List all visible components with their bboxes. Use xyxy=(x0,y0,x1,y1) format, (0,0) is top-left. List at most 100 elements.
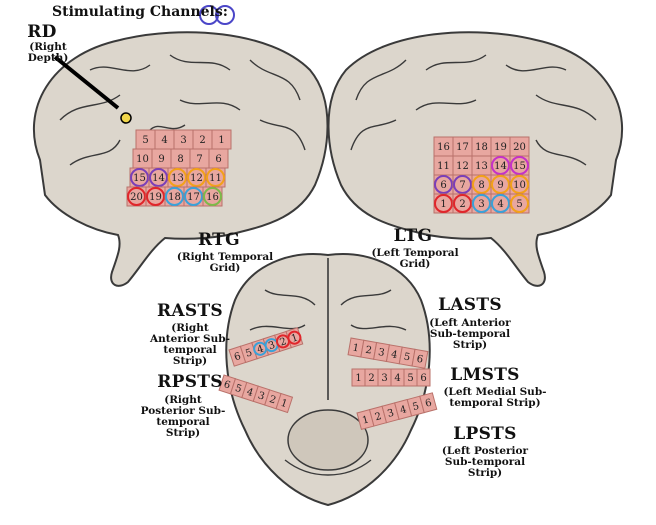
rasts-subtitle: (Right Anterior Sub-temporal Strip) xyxy=(145,323,235,367)
channel-number: 17 xyxy=(456,142,469,153)
ltg-cell: 20 xyxy=(510,137,529,156)
channel-number: 15 xyxy=(513,161,526,172)
channel-number: 20 xyxy=(513,142,526,153)
rtg-cell: 17 xyxy=(184,187,203,206)
channel-number: 8 xyxy=(177,154,183,165)
ltg-cell: 8 xyxy=(472,175,491,194)
channel-number: 13 xyxy=(475,161,488,172)
ltg-cell: 14 xyxy=(491,156,510,175)
channel-number: 17 xyxy=(187,192,200,203)
ltg-subtitle: (Left Temporal Grid) xyxy=(360,248,470,270)
rtg-cell: 11 xyxy=(206,168,225,187)
rtg-grid: 5 432 1 10 9 8 7 6 15 14 131211 20 19 18 1716 xyxy=(127,130,231,206)
ltg-cell: 3 xyxy=(472,194,491,213)
lpsts-title: LPSTS xyxy=(445,426,525,444)
ltg-cell: 16 xyxy=(434,137,453,156)
ltg-cell: 1 xyxy=(434,194,453,213)
ltg-cell: 5 xyxy=(510,194,529,213)
rtg-cell: 10 xyxy=(133,149,152,168)
rd-subtitle: (Right Depth) xyxy=(8,42,88,64)
rtg-cell: 13 xyxy=(168,168,187,187)
strip-contact-number: 2 xyxy=(368,373,374,384)
rtg-title: RTG xyxy=(194,232,244,250)
ltg-cell: 17 xyxy=(453,137,472,156)
channel-number: 7 xyxy=(196,154,202,165)
channel-number: 2 xyxy=(459,199,465,210)
ltg-cell: 10 xyxy=(510,175,529,194)
channel-number: 1 xyxy=(440,199,446,210)
ltg-cell: 9 xyxy=(491,175,510,194)
rtg-cell: 5 xyxy=(136,130,155,149)
lasts-title: LASTS xyxy=(430,297,510,315)
rtg-cell: 6 xyxy=(209,149,228,168)
rtg-cell: 8 xyxy=(171,149,190,168)
rtg-cell: 9 xyxy=(152,149,171,168)
ltg-cell: 4 xyxy=(491,194,510,213)
strip-contact-number: 6 xyxy=(420,373,426,384)
channel-number: 4 xyxy=(161,135,167,146)
rtg-cell: 19 xyxy=(146,187,165,206)
lasts-subtitle: (Left Anterior Sub-temporal Strip) xyxy=(425,318,515,351)
channel-number: 5 xyxy=(142,135,148,146)
channel-number: 16 xyxy=(437,142,450,153)
channel-number: 11 xyxy=(209,173,222,184)
ltg-cell: 13 xyxy=(472,156,491,175)
channel-number: 13 xyxy=(171,173,184,184)
channel-number: 12 xyxy=(456,161,469,172)
channel-number: 15 xyxy=(133,173,146,184)
rtg-cell: 14 xyxy=(149,168,168,187)
strip-contact-number: 3 xyxy=(381,373,387,384)
channel-number: 11 xyxy=(437,161,450,172)
channel-number: 4 xyxy=(497,199,503,210)
rtg-subtitle: (Right Temporal Grid) xyxy=(160,252,290,274)
strip-contact-number: 1 xyxy=(355,373,361,384)
channel-number: 20 xyxy=(130,192,143,203)
channel-number: 14 xyxy=(494,161,507,172)
rpsts-title: RPSTS xyxy=(150,374,230,392)
rd-electrode xyxy=(121,113,131,123)
lmsts-title: LMSTS xyxy=(445,367,525,385)
lmsts-subtitle: (Left Medial Sub-temporal Strip) xyxy=(440,387,550,409)
channel-number: 10 xyxy=(136,154,149,165)
rtg-cell: 3 xyxy=(174,130,193,149)
ltg-cell: 6 xyxy=(434,175,453,194)
rtg-cell: 4 xyxy=(155,130,174,149)
channel-number: 8 xyxy=(478,180,484,191)
channel-number: 10 xyxy=(513,180,526,191)
ltg-cell: 15 xyxy=(510,156,529,175)
rtg-cell: 2 xyxy=(193,130,212,149)
ltg-cell: 12 xyxy=(453,156,472,175)
rtg-cell: 20 xyxy=(127,187,146,206)
channel-number: 19 xyxy=(494,142,507,153)
channel-number: 14 xyxy=(152,173,165,184)
channel-number: 9 xyxy=(158,154,164,165)
channel-number: 5 xyxy=(516,199,522,210)
ltg-cell: 7 xyxy=(453,175,472,194)
lmsts-strip: 123456 xyxy=(352,369,430,386)
rd-title: RD xyxy=(22,24,62,42)
rasts-title: RASTS xyxy=(150,303,230,321)
rtg-cell: 18 xyxy=(165,187,184,206)
rtg-cell: 1 xyxy=(212,130,231,149)
stimulating-channels-label: Stimulating Channels: xyxy=(52,5,228,20)
rtg-cell: 7 xyxy=(190,149,209,168)
channel-number: 6 xyxy=(215,154,221,165)
rtg-cell: 12 xyxy=(187,168,206,187)
ltg-cell: 19 xyxy=(491,137,510,156)
rpsts-subtitle: (Right Posterior Sub-temporal Strip) xyxy=(138,395,228,439)
ltg-cell: 2 xyxy=(453,194,472,213)
channel-number: 2 xyxy=(199,135,205,146)
channel-number: 19 xyxy=(149,192,162,203)
channel-number: 18 xyxy=(475,142,488,153)
rtg-cell: 15 xyxy=(130,168,149,187)
channel-number: 6 xyxy=(440,180,446,191)
channel-number: 1 xyxy=(218,135,224,146)
strip-contact-number: 4 xyxy=(394,373,400,384)
lpsts-subtitle: (Left Posterior Sub-temporal Strip) xyxy=(435,446,535,479)
channel-number: 9 xyxy=(497,180,503,191)
rtg-cell: 16 xyxy=(203,187,222,206)
channel-number: 18 xyxy=(168,192,181,203)
channel-number: 3 xyxy=(478,199,484,210)
